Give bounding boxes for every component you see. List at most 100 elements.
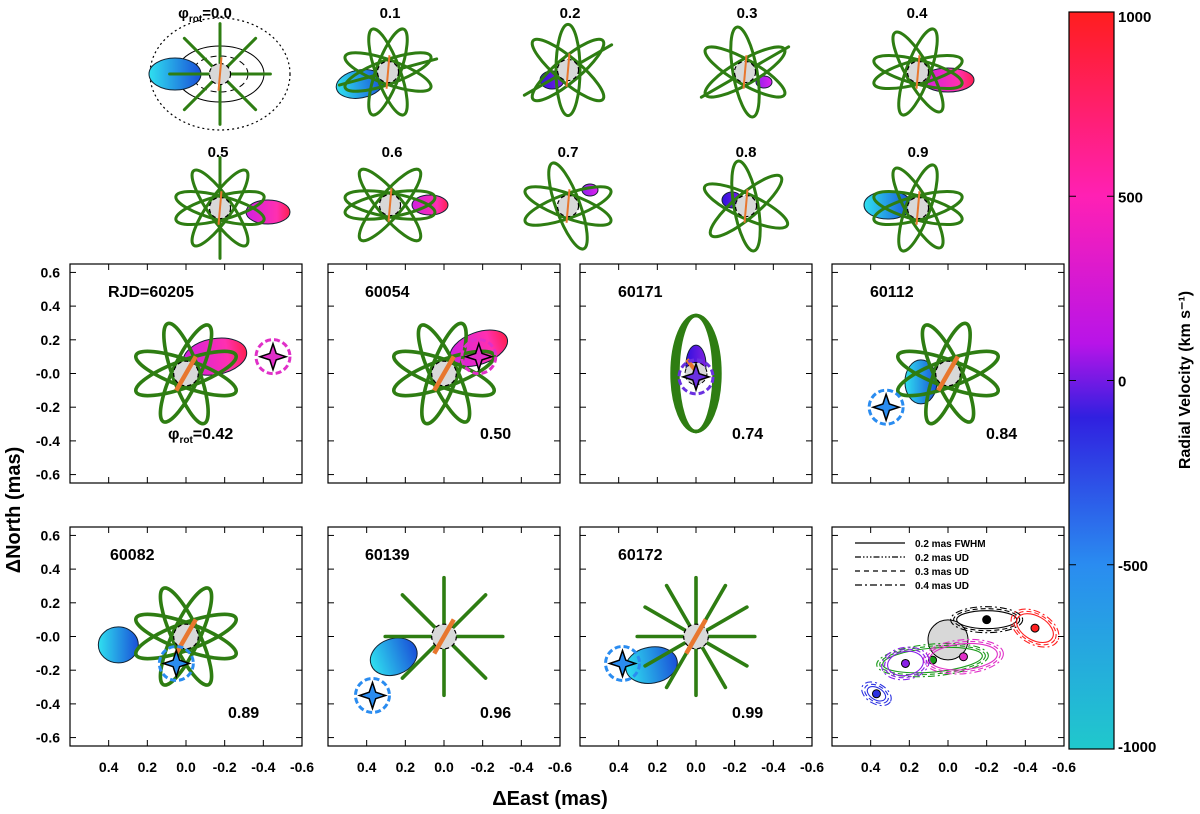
disk-loop <box>523 185 613 227</box>
phase-label: 0.1 <box>380 5 401 22</box>
disk-model <box>522 22 614 118</box>
disk-loop <box>547 161 589 251</box>
phase-label: 0.6 <box>382 144 403 161</box>
disk-loop <box>343 51 433 93</box>
data-point <box>1030 623 1040 633</box>
disk-loop <box>891 166 945 250</box>
spin-axis <box>915 191 921 225</box>
y-tick-label: 0.4 <box>41 561 61 577</box>
y-axis-title: ΔNorth (mas) <box>3 447 25 574</box>
uncertainty-ellipse <box>953 608 1021 632</box>
disk-loop <box>924 321 972 426</box>
y-tick-label: -0.6 <box>36 467 60 483</box>
companion-star <box>463 341 495 373</box>
phase-label: 0.2 <box>560 5 581 22</box>
spin-axis <box>742 55 748 89</box>
spin-axis <box>684 618 708 655</box>
disk-loop <box>391 349 497 398</box>
disk-loop <box>391 349 497 398</box>
disk-model <box>391 321 497 426</box>
spin-axis <box>387 188 393 222</box>
companion-star <box>357 680 388 711</box>
disk-model <box>133 321 239 426</box>
colorbar-tick-label: -500 <box>1118 558 1148 575</box>
uncertainty-ellipse <box>866 686 887 702</box>
disk-loop <box>670 313 722 434</box>
x-tick-label: 0.4 <box>861 759 881 775</box>
y-tick-label: 0.4 <box>41 298 61 314</box>
phase-model-thumbnails <box>148 22 975 260</box>
disk-loop <box>190 168 250 248</box>
spin-axis <box>217 191 223 225</box>
disk-model <box>133 586 239 687</box>
legend-label: 0.4 mas UD <box>915 581 969 592</box>
uncertainty-ellipse <box>887 650 924 677</box>
rjd-label: 60054 <box>365 284 410 301</box>
x-tick-label: -0.2 <box>723 759 747 775</box>
legend <box>855 542 905 586</box>
disk-model <box>168 22 272 126</box>
companion-ring <box>677 358 715 396</box>
disk-loop <box>730 159 762 253</box>
phase-label: 0.7 <box>558 144 579 161</box>
phase-label: 0.3 <box>737 5 758 22</box>
y-tick-label: 0.6 <box>41 264 61 280</box>
x-tick-label: 0.4 <box>99 759 119 775</box>
disk-loop <box>872 53 964 91</box>
data-point <box>982 615 992 625</box>
data-point <box>958 652 968 662</box>
colorbar-title: Radial Velocity (km s⁻¹) <box>1177 291 1194 469</box>
disk-loop <box>162 321 210 426</box>
disk-model <box>702 159 790 253</box>
disk-loop <box>708 173 784 239</box>
y-tick-label: -0.4 <box>36 696 60 712</box>
legend-label: 0.3 mas UD <box>915 567 969 578</box>
disk-loop <box>416 323 472 424</box>
x-tick-label: -0.4 <box>509 759 533 775</box>
companion-star <box>870 391 902 423</box>
disk-model <box>895 321 1001 426</box>
x-tick-label: -0.6 <box>548 759 572 775</box>
x-tick-label: 0.0 <box>686 759 706 775</box>
y-tick-label: -0.4 <box>36 433 60 449</box>
disk-model <box>872 27 964 117</box>
disk-loop <box>920 323 976 424</box>
companion-emission <box>97 626 139 664</box>
legend-label: 0.2 mas UD <box>915 553 969 564</box>
x-tick-label: -0.2 <box>471 759 495 775</box>
disk-loop <box>729 25 761 119</box>
x-tick-label: 0.0 <box>176 759 196 775</box>
disk-loop <box>897 27 939 117</box>
uncertainty-ellipse <box>1016 613 1054 644</box>
disk-loop <box>174 189 266 227</box>
disk-loop <box>897 163 939 253</box>
y-tick-label: -0.0 <box>36 366 60 382</box>
data-point <box>871 689 881 699</box>
panel-phase-label: 0.50 <box>480 426 511 443</box>
uncertainty-ellipse <box>881 646 930 681</box>
x-tick-label: 0.2 <box>396 759 416 775</box>
colorbar-tick-label: 500 <box>1118 189 1143 206</box>
companion-ring <box>867 388 905 426</box>
x-tick-label: -0.2 <box>213 759 237 775</box>
disk-loop <box>133 612 239 661</box>
disk-model <box>337 27 439 117</box>
disk-loop <box>343 189 437 221</box>
disk-model <box>635 575 757 698</box>
x-tick-label: 0.0 <box>938 759 958 775</box>
disk-model <box>343 167 437 243</box>
disk-loop <box>702 182 790 230</box>
spin-axis <box>565 53 571 87</box>
colorbar-tick-label: 1000 <box>1118 9 1151 26</box>
spin-axis <box>565 189 571 223</box>
disk-loop <box>420 321 468 426</box>
x-tick-label: -0.4 <box>761 759 785 775</box>
disk-loop <box>343 51 433 93</box>
data-point <box>900 658 910 668</box>
observation-panels <box>69 263 1065 747</box>
disk-loop <box>190 168 250 248</box>
x-axis-title: ΔEast (mas) <box>492 788 608 810</box>
y-tick-label: -0.6 <box>36 730 60 746</box>
x-tick-label: -0.6 <box>290 759 314 775</box>
